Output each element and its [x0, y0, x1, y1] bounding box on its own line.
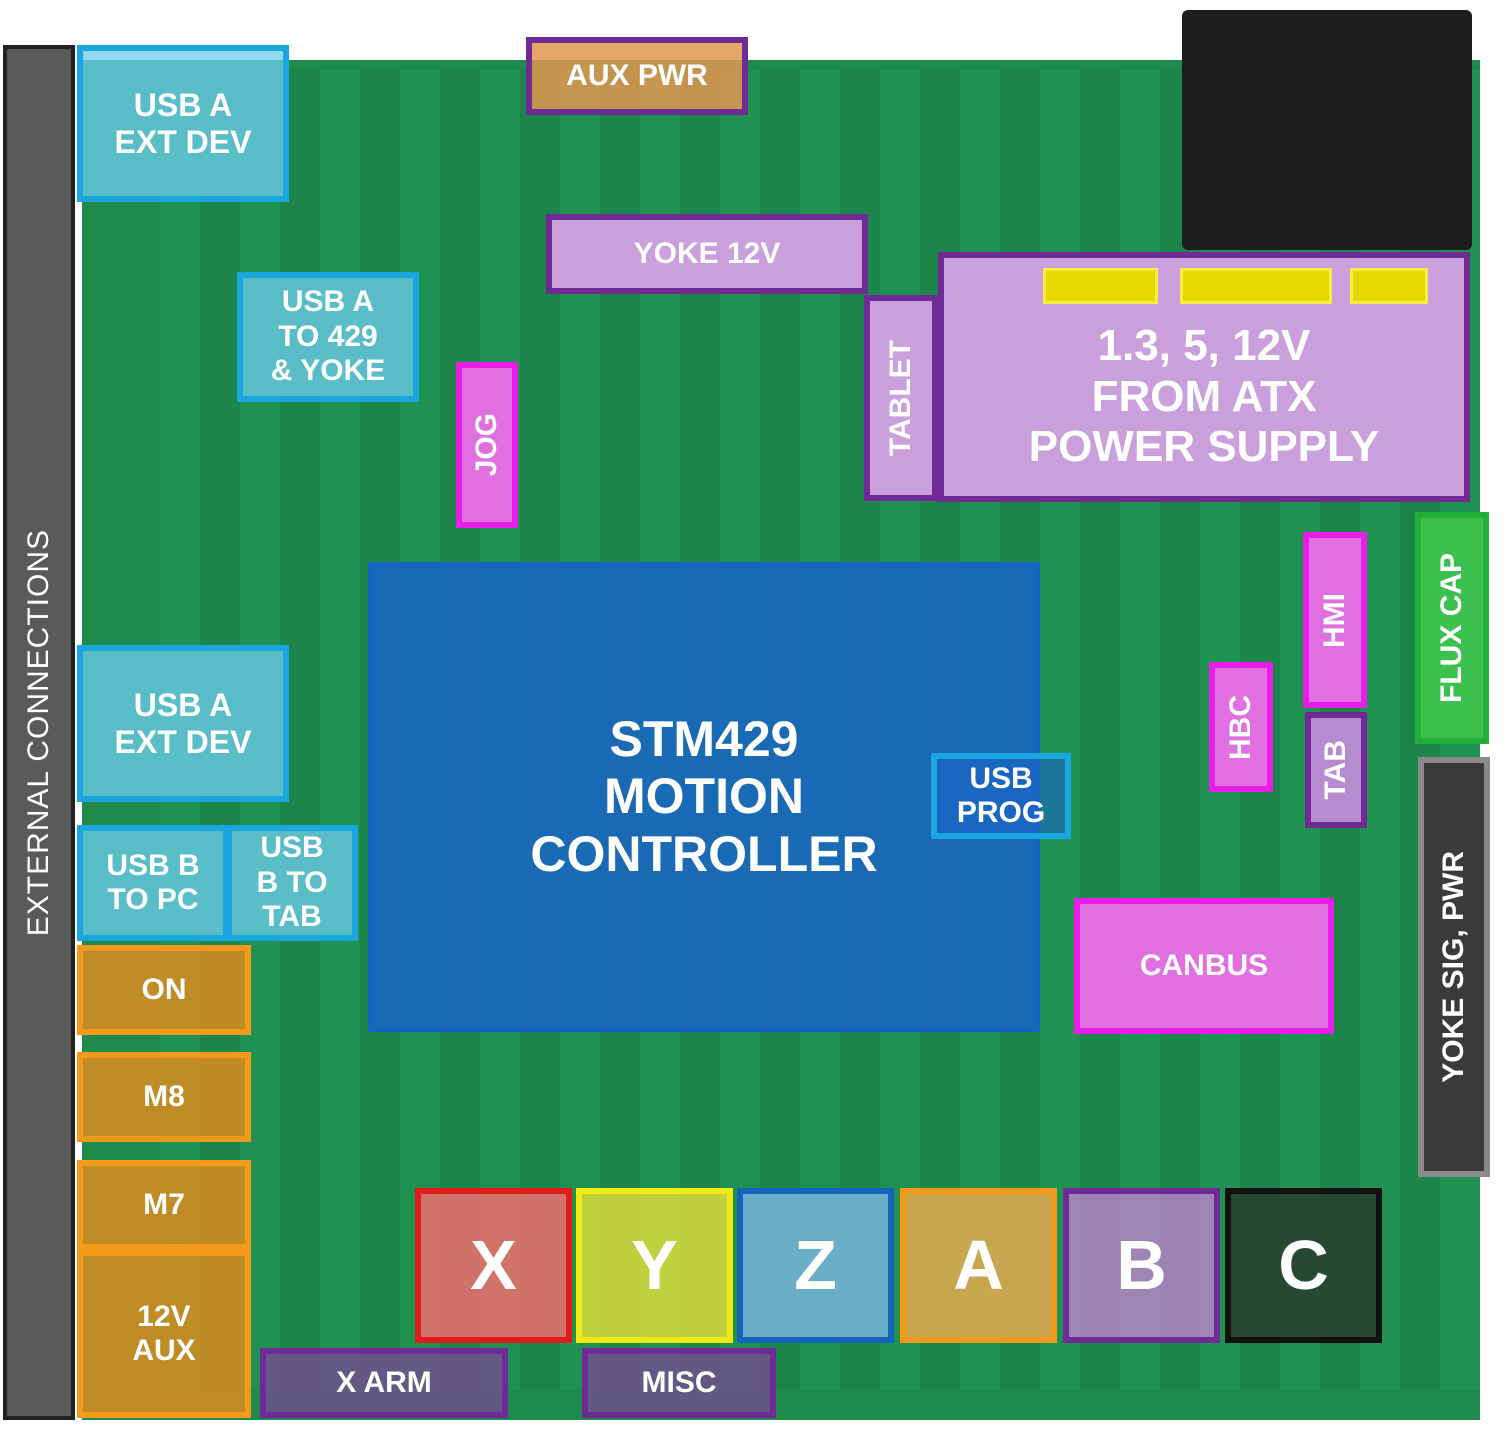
label: USB A EXT DEV: [114, 86, 252, 160]
y-axis-connector: Y: [576, 1188, 733, 1343]
m7-connector: M7: [77, 1160, 251, 1250]
b-axis-connector: B: [1063, 1188, 1220, 1343]
usb-prog: USB PROG: [931, 753, 1071, 839]
label: C: [1278, 1226, 1329, 1305]
label: USB A TO 429 & YOKE: [270, 285, 386, 388]
label: 1.3, 5, 12V FROM ATX POWER SUPPLY: [1028, 321, 1380, 472]
m8-connector: M8: [77, 1052, 251, 1142]
usb-b-to-tab: USB B TO TAB: [226, 825, 358, 941]
yoke-sig-pwr-connector: YOKE SIG, PWR: [1418, 757, 1490, 1177]
misc-connector: MISC: [582, 1348, 776, 1418]
relay-component: [1182, 10, 1472, 250]
flux-cap-connector: FLUX CAP: [1415, 512, 1489, 744]
label: TABLET: [883, 339, 917, 457]
hmi-connector: HMI: [1303, 532, 1367, 708]
12v-aux-connector: 12V AUX: [77, 1250, 251, 1418]
external-connections-bar: EXTERNAL CONNECTIONS: [3, 45, 75, 1420]
label: USB PROG: [956, 761, 1046, 830]
label: USB A EXT DEV: [114, 686, 252, 760]
yoke-12v: YOKE 12V: [546, 214, 868, 294]
x-arm-connector: X ARM: [260, 1348, 508, 1418]
label: Y: [631, 1226, 678, 1305]
stm429-motion-controller: STM429 MOTION CONTROLLER: [368, 562, 1040, 1032]
tab-connector: TAB: [1305, 712, 1367, 828]
usb-a-ext-dev-mid: USB A EXT DEV: [77, 645, 289, 802]
label: X ARM: [336, 1365, 432, 1399]
yellow-pin-block: [1043, 268, 1158, 304]
usb-b-to-pc: USB B TO PC: [77, 825, 229, 941]
label: YOKE SIG, PWR: [1436, 851, 1470, 1083]
label: 12V AUX: [132, 1299, 196, 1368]
aux-pwr: AUX PWR: [526, 37, 748, 115]
yellow-pin-block: [1180, 268, 1332, 304]
label: Z: [794, 1226, 837, 1305]
external-connections-label: EXTERNAL CONNECTIONS: [22, 528, 55, 937]
label: MISC: [641, 1365, 717, 1399]
label: STM429 MOTION CONTROLLER: [530, 710, 878, 882]
label: TAB: [1318, 740, 1352, 800]
label: YOKE 12V: [633, 236, 781, 270]
label: M7: [143, 1187, 185, 1221]
jog: JOG: [456, 362, 518, 528]
z-axis-connector: Z: [737, 1188, 894, 1343]
label: HBC: [1223, 694, 1257, 760]
canbus-connectors: CANBUS: [1074, 898, 1334, 1034]
label: USB B TO TAB: [256, 831, 328, 934]
label: M8: [143, 1079, 185, 1113]
tablet: TABLET: [864, 295, 938, 501]
a-axis-connector: A: [900, 1188, 1057, 1343]
atx-power: 1.3, 5, 12V FROM ATX POWER SUPPLY: [938, 252, 1470, 502]
on-connector: ON: [77, 945, 251, 1035]
label: X: [470, 1226, 517, 1305]
yellow-pin-block: [1350, 268, 1428, 304]
label: FLUX CAP: [1434, 553, 1468, 703]
label: B: [1116, 1226, 1167, 1305]
label: AUX PWR: [566, 58, 708, 92]
x-axis-connector: X: [415, 1188, 572, 1343]
label: JOG: [469, 413, 503, 477]
label: ON: [141, 972, 187, 1006]
usb-a-ext-dev-top: USB A EXT DEV: [77, 45, 289, 202]
label: HMI: [1317, 592, 1351, 648]
hbc-connector: HBC: [1209, 662, 1273, 792]
c-axis-connector: C: [1225, 1188, 1382, 1343]
label: A: [953, 1226, 1004, 1305]
usb-a-to-429-yoke: USB A TO 429 & YOKE: [237, 272, 419, 402]
label: USB B TO PC: [106, 848, 200, 917]
label: CANBUS: [1139, 948, 1269, 982]
